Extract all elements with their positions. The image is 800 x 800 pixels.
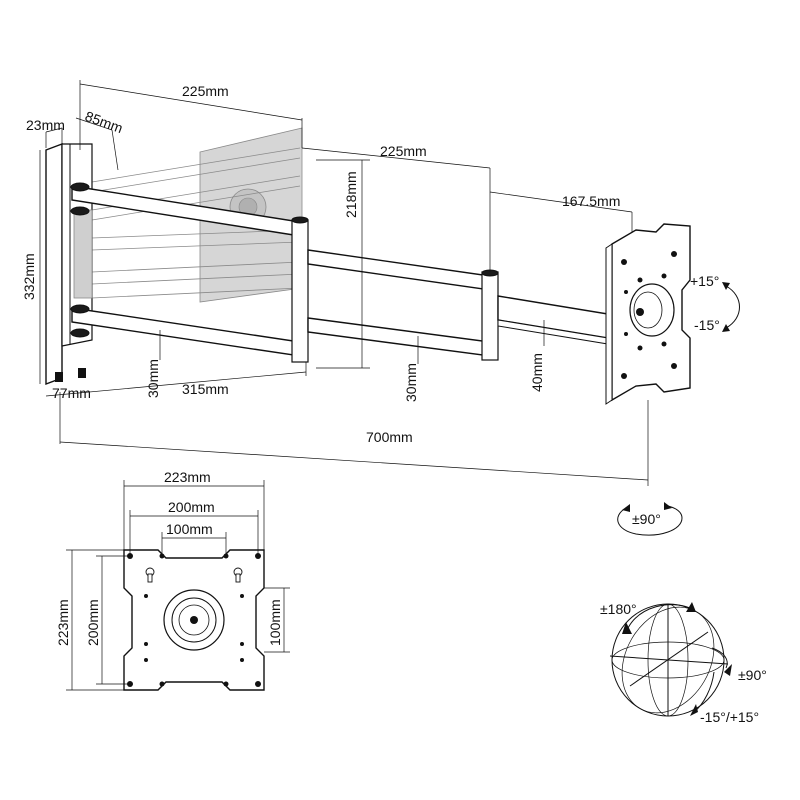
dim-arm2-length: 225mm: [380, 143, 427, 159]
arm-labels: 225mm 85mm 23mm 225mm 218mm 167.5mm 332m…: [21, 83, 720, 527]
dim-arm-height: 218mm: [343, 171, 359, 218]
rotation-sphere-icon: [609, 602, 732, 717]
dim-vesa-200-v: 200mm: [85, 599, 101, 646]
plate-labels: 223mm 200mm 100mm 223mm 200mm 100mm: [55, 469, 283, 646]
dim-folded-depth: 315mm: [182, 381, 229, 397]
swivel-arc-icon: [617, 502, 683, 536]
label-swivel: ±90°: [632, 511, 661, 527]
label-tilt: -15°/+15°: [700, 709, 759, 725]
dim-wall-plate-width: 23mm: [26, 117, 65, 133]
vesa-head-plate: [605, 223, 691, 405]
dim-vesa-100-v: 100mm: [267, 599, 283, 646]
tilt-arc-icon: [722, 282, 740, 332]
dim-vesa-200-h: 200mm: [168, 499, 215, 515]
arm-1: [70, 182, 309, 363]
dim-arm3-thickness: 40mm: [529, 353, 545, 392]
dim-plate-height: 223mm: [55, 599, 71, 646]
dim-max-extension: 700mm: [366, 429, 413, 445]
dim-arm2-thickness: 30mm: [403, 363, 419, 402]
sphere-labels: ±180° ±90° -15°/+15°: [600, 601, 767, 725]
label-tilt-down: -15°: [694, 317, 720, 333]
arm-dimension-lines: [39, 80, 649, 486]
dim-head-offset: 167.5mm: [562, 193, 620, 209]
label-tilt-up: +15°: [690, 273, 719, 289]
dim-wall-depth: 85mm: [83, 108, 125, 136]
dim-vesa-100-h: 100mm: [166, 521, 213, 537]
label-pan: ±90°: [738, 667, 767, 683]
plate-dimension-lines: [66, 480, 290, 691]
vesa-plate-front: [123, 549, 265, 691]
dim-arm1-length: 225mm: [182, 83, 229, 99]
dim-plate-width: 223mm: [164, 469, 211, 485]
dim-arm1-thickness: 30mm: [145, 359, 161, 398]
arm-2: [307, 249, 499, 361]
dim-min-depth: 77mm: [52, 385, 91, 401]
wall-plate: [45, 142, 93, 386]
arm-3: [497, 295, 621, 347]
label-rotate: ±180°: [600, 601, 637, 617]
dim-wall-plate-height: 332mm: [21, 253, 37, 300]
